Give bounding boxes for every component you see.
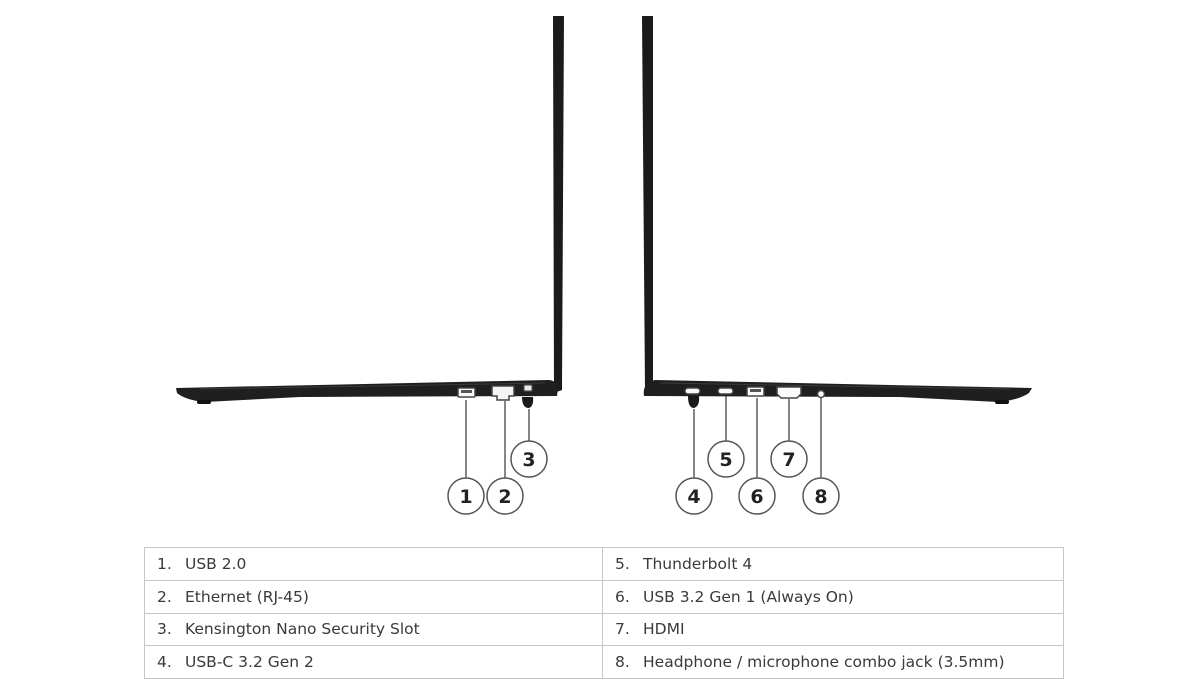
callout-6: 6 — [738, 477, 776, 515]
ports-legend-table: 1. USB 2.0 5. Thunderbolt 4 2. Ethernet (RJ… — [144, 547, 1064, 679]
legend-item-label: USB 3.2 Gen 1 (Always On) — [643, 587, 854, 606]
callout-7-label: 7 — [782, 449, 795, 471]
legend-item-number: 4. — [157, 653, 172, 672]
laptop-right-side-view — [642, 16, 1032, 408]
callout-4-label: 4 — [687, 486, 700, 508]
callout-7: 7 — [770, 440, 808, 478]
legend-item-number: 7. — [615, 620, 630, 639]
legend-item-number: 6. — [615, 587, 630, 606]
left-laptop-lid — [553, 16, 564, 393]
callout-5-label: 5 — [719, 449, 732, 471]
legend-item-label: Ethernet (RJ-45) — [185, 587, 309, 606]
legend-item-5: 5. Thunderbolt 4 — [602, 547, 1064, 581]
callout-6-label: 6 — [750, 486, 763, 508]
legend-item-number: 3. — [157, 620, 172, 639]
callout-8-label: 8 — [814, 486, 827, 508]
legend-item-number: 2. — [157, 587, 172, 606]
callout-3: 3 — [510, 440, 548, 478]
right-laptop-base — [643, 380, 1032, 402]
leader-lines — [465, 396, 822, 478]
legend-item-label: HDMI — [643, 620, 685, 639]
legend-item-label: USB 2.0 — [185, 554, 247, 573]
callout-8: 8 — [802, 477, 840, 515]
laptop-side-views-diagram: 1 2 3 4 5 6 7 8 — [176, 16, 1032, 515]
port-thunderbolt — [717, 387, 734, 395]
legend-item-2: 2. Ethernet (RJ-45) — [144, 579, 603, 614]
legend-item-label: USB-C 3.2 Gen 2 — [185, 653, 314, 672]
port-kensington-slot — [523, 384, 533, 392]
legend-item-number: 8. — [615, 653, 630, 672]
legend-item-number: 5. — [615, 554, 630, 573]
legend-item-6: 6. USB 3.2 Gen 1 (Always On) — [602, 579, 1064, 614]
port-hdmi — [776, 386, 802, 399]
port-usb-c — [684, 387, 701, 395]
callout-2: 2 — [486, 477, 524, 515]
right-laptop-lid — [642, 16, 653, 393]
callout-4: 4 — [675, 477, 713, 515]
table-row: 3. Kensington Nano Security Slot 7. HDMI — [144, 612, 1064, 647]
legend-item-7: 7. HDMI — [602, 612, 1064, 647]
legend-item-1: 1. USB 2.0 — [144, 547, 603, 581]
table-row: 2. Ethernet (RJ-45) 6. USB 3.2 Gen 1 (Alwa… — [144, 579, 1064, 614]
laptop-left-side-view — [176, 16, 564, 408]
callout-1: 1 — [447, 477, 485, 515]
port-audio-jack — [816, 389, 826, 399]
callout-1-label: 1 — [459, 486, 472, 508]
legend-item-8: 8. Headphone / microphone combo jack (3.5… — [602, 645, 1064, 679]
legend-item-label: Headphone / microphone combo jack (3.5mm… — [643, 653, 1005, 672]
port-ethernet — [491, 385, 515, 401]
legend-item-3: 3. Kensington Nano Security Slot — [144, 612, 603, 647]
callout-2-label: 2 — [498, 486, 511, 508]
callout-5: 5 — [707, 440, 745, 478]
legend-item-4: 4. USB-C 3.2 Gen 2 — [144, 645, 603, 679]
legend-item-number: 1. — [157, 554, 172, 573]
table-row: 4. USB-C 3.2 Gen 2 8. Headphone / micropho… — [144, 645, 1064, 679]
table-row: 1. USB 2.0 5. Thunderbolt 4 — [144, 547, 1064, 581]
left-laptop-base — [176, 380, 558, 402]
legend-item-label: Thunderbolt 4 — [643, 554, 753, 573]
callout-3-label: 3 — [522, 449, 535, 471]
legend-item-label: Kensington Nano Security Slot — [185, 620, 420, 639]
